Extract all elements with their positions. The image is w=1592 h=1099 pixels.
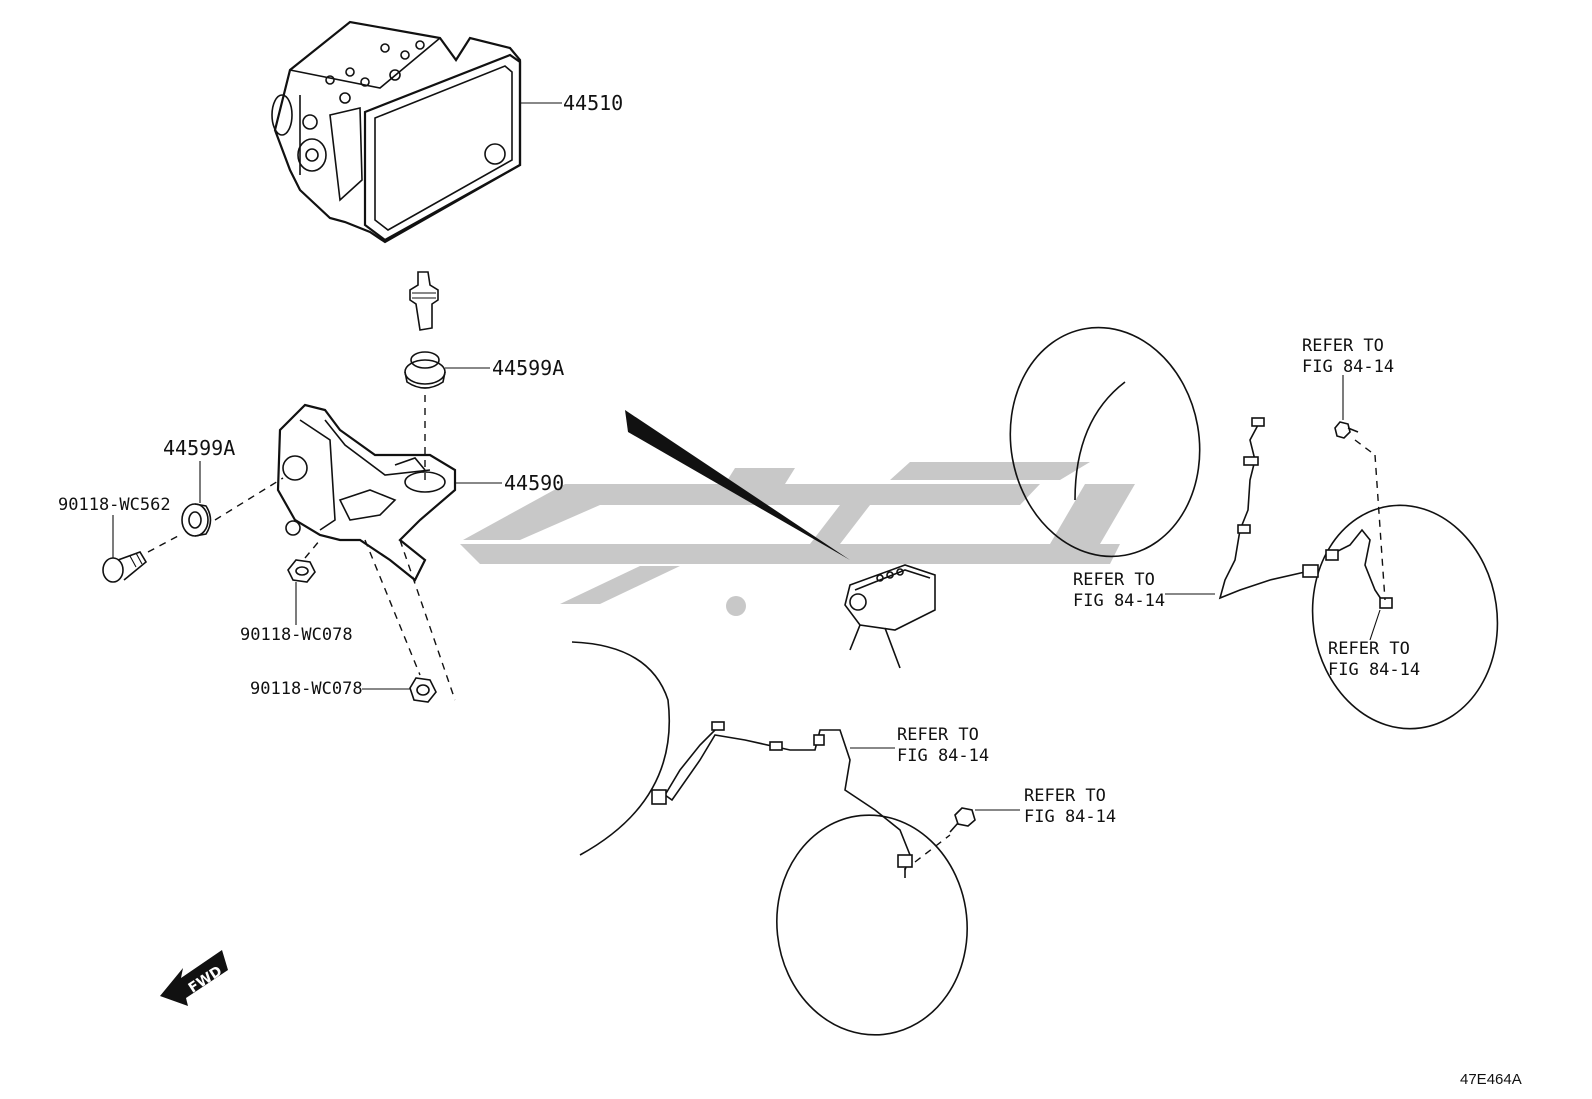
svg-text:FIG 84-14: FIG 84-14 [1302, 357, 1394, 377]
watermark-logo [460, 462, 1135, 616]
figure-code: 47E464A [1460, 1071, 1522, 1088]
svg-text:REFER TO: REFER TO [1328, 639, 1410, 659]
refer-callout-3: REFER TO FIG 84-14 [1328, 609, 1420, 680]
label-44590: 44590 [504, 471, 564, 495]
actuator-location-view [844, 564, 936, 669]
front-speed-sensor-harness [1218, 417, 1393, 609]
rear-speed-sensor-harness [651, 721, 913, 878]
refer-callout-2: REFER TO FIG 84-14 [1073, 570, 1215, 611]
wheel-front-right [1009, 326, 1201, 558]
wheel-rear-left [776, 814, 968, 1036]
fwd-arrow-icon: FWD [160, 950, 228, 1006]
grommet-44599a-top: 44599A [404, 351, 564, 389]
label-90118-wc562: 90118-WC562 [58, 495, 171, 515]
svg-text:REFER TO: REFER TO [1024, 786, 1106, 806]
refer-callout-4: REFER TO FIG 84-14 [850, 725, 989, 766]
refer-callout-5: REFER TO FIG 84-14 [975, 786, 1116, 827]
abs-actuator-44510: 44510 [271, 20, 623, 244]
svg-text:FIG 84-14: FIG 84-14 [1328, 660, 1420, 680]
nut-90118-wc078-a: 90118-WC078 [240, 559, 353, 645]
bolt-90118-wc562: 90118-WC562 [58, 495, 171, 583]
label-90118-wc078-a: 90118-WC078 [240, 625, 353, 645]
label-44599a-top: 44599A [492, 356, 564, 380]
rear-sensor-bolt [949, 807, 976, 833]
svg-text:REFER TO: REFER TO [897, 725, 979, 745]
svg-text:FIG 84-14: FIG 84-14 [897, 746, 989, 766]
bracket-44590: 44590 [276, 403, 564, 582]
wheel-rear-right [1311, 504, 1499, 730]
svg-text:FIG 84-14: FIG 84-14 [1073, 591, 1165, 611]
svg-text:REFER TO: REFER TO [1302, 336, 1384, 356]
label-44510: 44510 [563, 91, 623, 115]
svg-text:REFER TO: REFER TO [1073, 570, 1155, 590]
label-90118-wc078-b: 90118-WC078 [250, 679, 363, 699]
label-44599a-left: 44599A [163, 436, 235, 460]
grommet-44599a-left: 44599A [163, 436, 235, 537]
nut-90118-wc078-b: 90118-WC078 [250, 677, 437, 703]
stud-bolt-top [409, 271, 439, 331]
wheel-front-left [571, 641, 671, 856]
svg-text:FIG 84-14: FIG 84-14 [1024, 807, 1116, 827]
front-sensor-bolt [1334, 421, 1359, 439]
refer-callout-1: REFER TO FIG 84-14 [1302, 336, 1394, 377]
location-pointer [625, 410, 850, 560]
